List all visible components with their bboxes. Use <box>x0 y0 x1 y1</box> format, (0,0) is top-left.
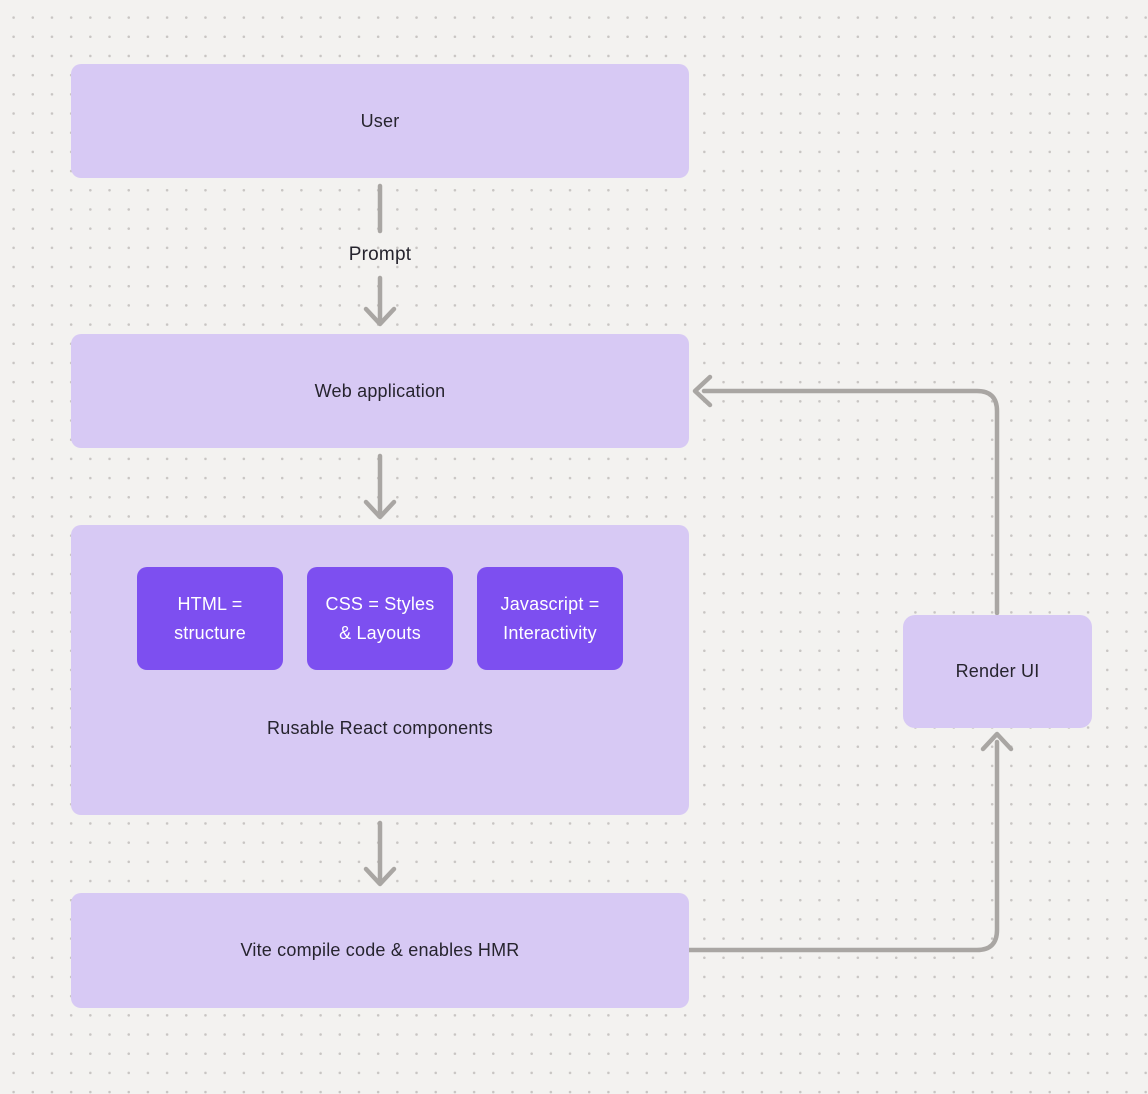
node-web-application-label: Web application <box>314 380 446 401</box>
edge-renderui-webapp-line <box>701 388 1000 616</box>
arrowhead-down-icon <box>363 306 397 327</box>
arrowhead-down-icon <box>363 866 397 887</box>
node-user-label: User <box>360 110 400 131</box>
node-web-application: Web application <box>71 334 689 448</box>
components-chip-row: HTML = structure CSS = Styles & Layouts … <box>137 567 623 670</box>
chip-javascript-label: Javascript = Interactivity <box>500 593 600 643</box>
arrowhead-left-icon <box>692 374 713 408</box>
node-components-group: HTML = structure CSS = Styles & Layouts … <box>71 525 689 815</box>
chip-html: HTML = structure <box>137 567 283 670</box>
node-user: User <box>71 64 689 178</box>
arrowhead-down-icon <box>363 499 397 520</box>
chip-html-label: HTML = structure <box>174 593 246 643</box>
arrowhead-up-icon <box>980 731 1014 752</box>
chip-css: CSS = Styles & Layouts <box>307 567 453 670</box>
node-render-ui-label: Render UI <box>955 661 1040 681</box>
node-vite: Vite compile code & enables HMR <box>71 893 689 1008</box>
node-vite-label: Vite compile code & enables HMR <box>240 940 520 960</box>
edge-vite-renderui-line <box>686 739 1000 953</box>
chip-javascript: Javascript = Interactivity <box>477 567 623 670</box>
components-group-title: Rusable React components <box>267 718 493 738</box>
chip-css-label: CSS = Styles & Layouts <box>325 593 435 643</box>
edge-label-prompt: Prompt <box>348 244 412 265</box>
node-render-ui: Render UI <box>903 615 1092 728</box>
